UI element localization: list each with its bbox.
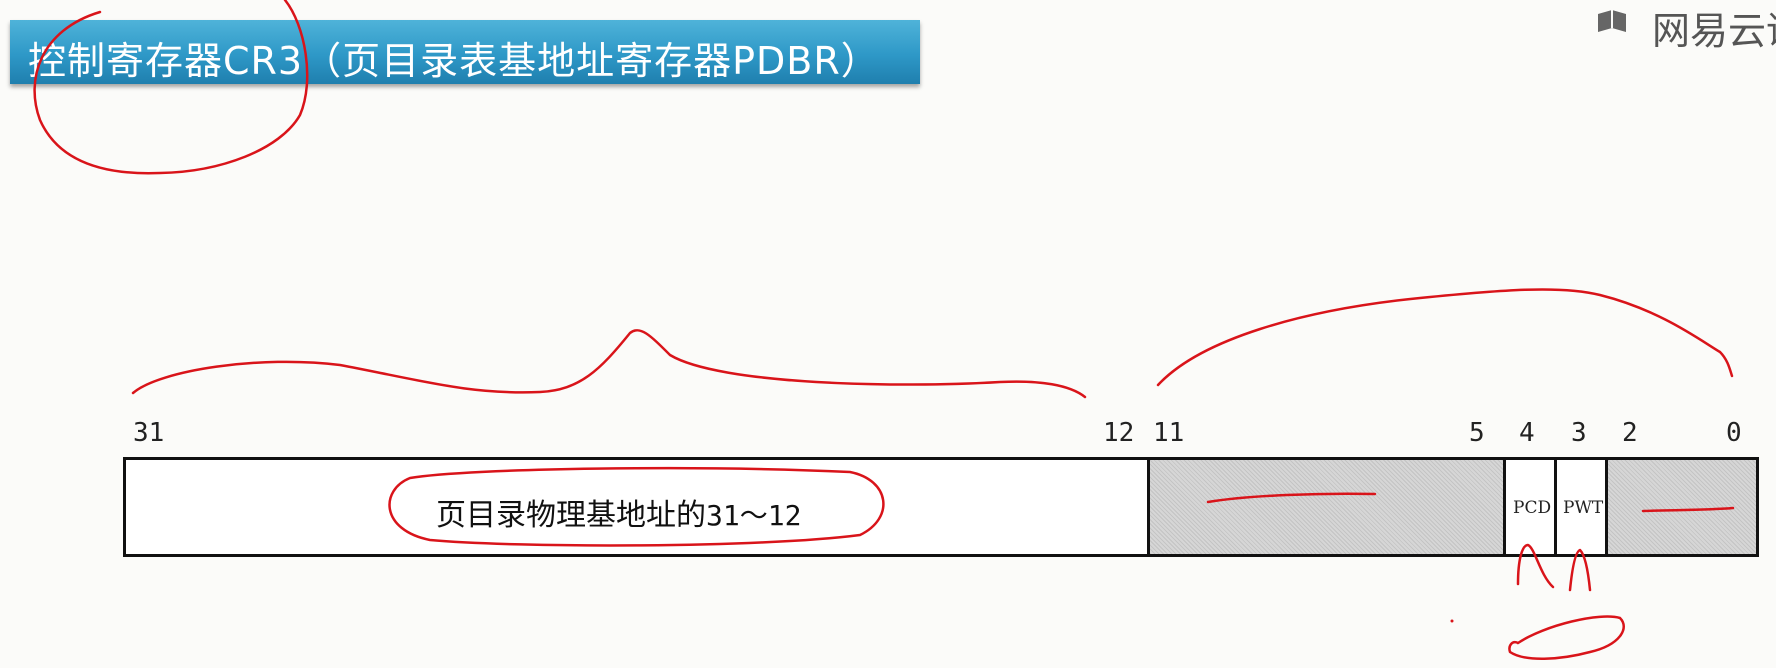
title-bar: 控制寄存器CR3（页目录表基地址寄存器PDBR） [10,20,920,84]
pcd-field: PCD [1506,460,1554,554]
annotation-circle-bottom [1508,615,1625,660]
bit-label-31: 31 [133,418,165,448]
pwt-label: PWT [1563,498,1604,518]
base-label-range: 31～12 [706,499,802,532]
annotation-arrow-pwt [1568,548,1592,592]
annotation-dot [1450,619,1454,623]
page-directory-base-label: 页目录物理基地址的31～12 [436,490,801,534]
bit-label-11: 11 [1153,418,1185,448]
annotation-arrow-pcd [1516,543,1555,589]
field-divider [1554,460,1557,554]
annotation-circle-title [33,0,309,175]
pcd-label: PCD [1513,498,1552,518]
field-divider [1503,460,1506,554]
field-divider [1147,460,1150,554]
annotation-brace-31-12 [131,329,1087,399]
cr3-register-diagram: 页目录物理基地址的31～12 PCD PWT [123,457,1759,557]
bit-label-5: 5 [1469,418,1485,448]
annotation-arc-11-0 [1156,288,1734,387]
pwt-field: PWT [1557,460,1605,554]
brand-logo-icon [1598,10,1626,32]
bit-label-0: 0 [1726,418,1742,448]
annotation-dash-reserved-11-5 [1206,492,1377,504]
reserved-field-11-5 [1150,460,1503,554]
field-divider [1605,460,1608,554]
base-label-text: 页目录物理基地址的 [436,498,706,533]
page-directory-base-field: 页目录物理基地址的31～12 [126,460,1147,554]
annotation-ellipse-base [388,466,885,547]
brand-text: 网易云课 [1652,9,1776,53]
bit-label-12: 12 [1103,418,1135,448]
bit-label-4: 4 [1519,418,1535,448]
bit-label-3: 3 [1571,418,1587,448]
annotation-dash-reserved-2-0 [1641,506,1735,513]
slide-title: 控制寄存器CR3（页目录表基地址寄存器PDBR） [28,39,880,83]
bit-label-2: 2 [1622,418,1638,448]
